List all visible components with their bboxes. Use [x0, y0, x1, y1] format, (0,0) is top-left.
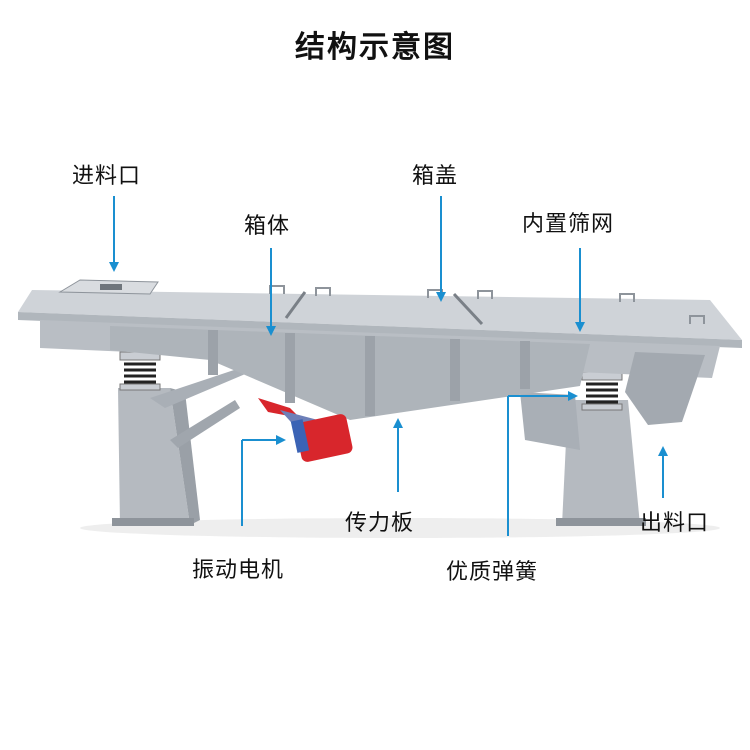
label-vibration-motor: 振动电机 — [192, 558, 285, 583]
label-box-body: 箱体 — [244, 214, 291, 239]
label-quality-spring: 优质弹簧 — [446, 560, 539, 585]
right-support-leg — [520, 392, 646, 526]
screen-box — [18, 279, 742, 425]
diagram-title: 结构示意图 — [295, 30, 455, 65]
label-feed-inlet: 进料口 — [72, 164, 142, 189]
label-transmission-plate: 传力板 — [345, 511, 415, 536]
left-support-leg — [112, 368, 250, 526]
vibration-motor-shape — [258, 398, 353, 462]
label-discharge-outlet: 出料口 — [640, 511, 710, 536]
label-inner-screen: 内置筛网 — [522, 212, 615, 237]
spring-left — [119, 351, 161, 391]
spring-right — [581, 371, 623, 411]
label-box-cover: 箱盖 — [412, 164, 459, 189]
